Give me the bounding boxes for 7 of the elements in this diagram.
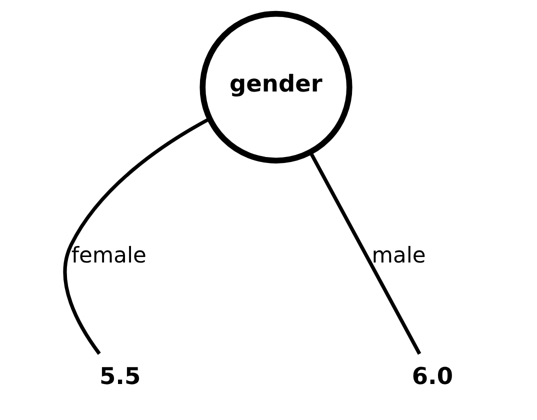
node-text: 5.5 xyxy=(99,363,141,390)
connector xyxy=(63,117,210,355)
edge-label: female xyxy=(71,243,146,268)
node-circle: gender xyxy=(200,10,352,164)
node-text: 6.0 xyxy=(412,363,454,390)
connector xyxy=(308,151,422,355)
edge-label: male xyxy=(372,243,426,268)
